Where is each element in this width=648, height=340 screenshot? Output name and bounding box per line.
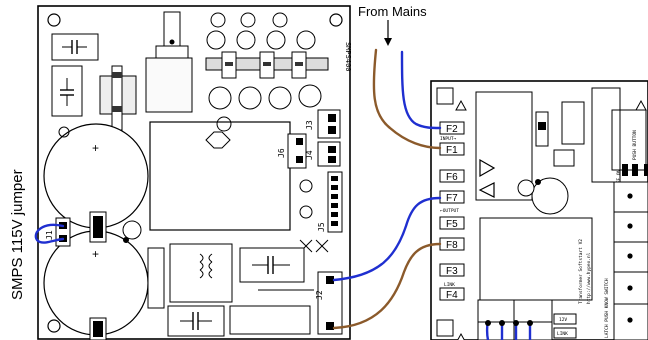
warning-icon bbox=[455, 99, 467, 111]
smps-board-id: SMPS400 bbox=[344, 42, 352, 72]
switch-label-latch: LATCH PUSH KNOW SWITCH bbox=[604, 278, 610, 338]
led-label-12v: 12V bbox=[559, 317, 567, 323]
smps-115v-jumper-label: SMPS 115V jumper bbox=[9, 169, 26, 300]
terminal-f6-label: F6 bbox=[446, 172, 458, 183]
output-live-wire bbox=[332, 196, 442, 282]
link-label: LINK bbox=[444, 282, 455, 288]
connector-j1-label: J1 bbox=[45, 230, 54, 240]
mains-live-wire bbox=[400, 50, 442, 130]
mounting-hole bbox=[329, 13, 343, 27]
smps-115v-jumper-wire bbox=[34, 223, 65, 244]
led-label-link: LINK bbox=[557, 331, 568, 337]
terminal-f7-label: F7 bbox=[446, 193, 458, 204]
connector-j4-label: J4 bbox=[305, 150, 314, 160]
terminal-f3-label: F3 bbox=[446, 266, 458, 277]
mains-arrow-icon bbox=[384, 20, 392, 46]
terminal-f3: F3 bbox=[439, 263, 465, 277]
connector-j2-label: J2 bbox=[315, 290, 324, 300]
softstart-board: INPUT→ ←OUTPUT LINK Transformer Softstar… bbox=[430, 80, 648, 340]
terminal-f8-label: F8 bbox=[446, 240, 458, 251]
terminal-f8: F8 bbox=[439, 237, 465, 251]
terminal-f2: F2 bbox=[439, 121, 465, 135]
output-neutral-wire bbox=[332, 242, 442, 330]
mounting-hole bbox=[47, 319, 61, 333]
mains-neutral-wire bbox=[372, 48, 442, 150]
connector-j5-label: J5 bbox=[317, 222, 326, 232]
smps-board: SMPS400 J3 J4 J6 bbox=[37, 5, 352, 340]
terminal-f5: F5 bbox=[439, 216, 465, 230]
terminal-f6: F6 bbox=[439, 169, 465, 183]
output-label: ←OUTPUT bbox=[440, 208, 459, 214]
terminal-f5-label: F5 bbox=[446, 219, 458, 230]
terminal-f4-label: F4 bbox=[446, 290, 458, 301]
connector-j3-label: J3 bbox=[305, 120, 314, 130]
terminal-f4: F4 bbox=[439, 287, 465, 301]
terminal-f1-label: F1 bbox=[446, 145, 458, 156]
softstart-title: Transformer Softstart V2 bbox=[578, 239, 584, 304]
svg-text:+: + bbox=[92, 141, 99, 155]
switch-label-off-on: OFF ON bbox=[616, 169, 622, 186]
main-transformer bbox=[149, 121, 291, 231]
from-mains-label: From Mains bbox=[358, 4, 427, 19]
terminal-f7: F7 bbox=[439, 190, 465, 204]
svg-text:+: + bbox=[92, 247, 99, 261]
input-label: INPUT→ bbox=[440, 136, 457, 142]
terminal-f2-label: F2 bbox=[446, 124, 458, 135]
connector-j6-label: J6 bbox=[277, 148, 286, 158]
softstart-url: http://www.hypex.nl bbox=[586, 252, 592, 304]
wires bbox=[34, 48, 533, 340]
warning-icon bbox=[457, 332, 465, 340]
control-terminal-strip bbox=[613, 181, 648, 340]
switch-label-push-button: PUSH BUTTON bbox=[632, 130, 638, 160]
terminal-f1: F1 bbox=[439, 142, 465, 156]
mounting-hole bbox=[47, 13, 61, 27]
